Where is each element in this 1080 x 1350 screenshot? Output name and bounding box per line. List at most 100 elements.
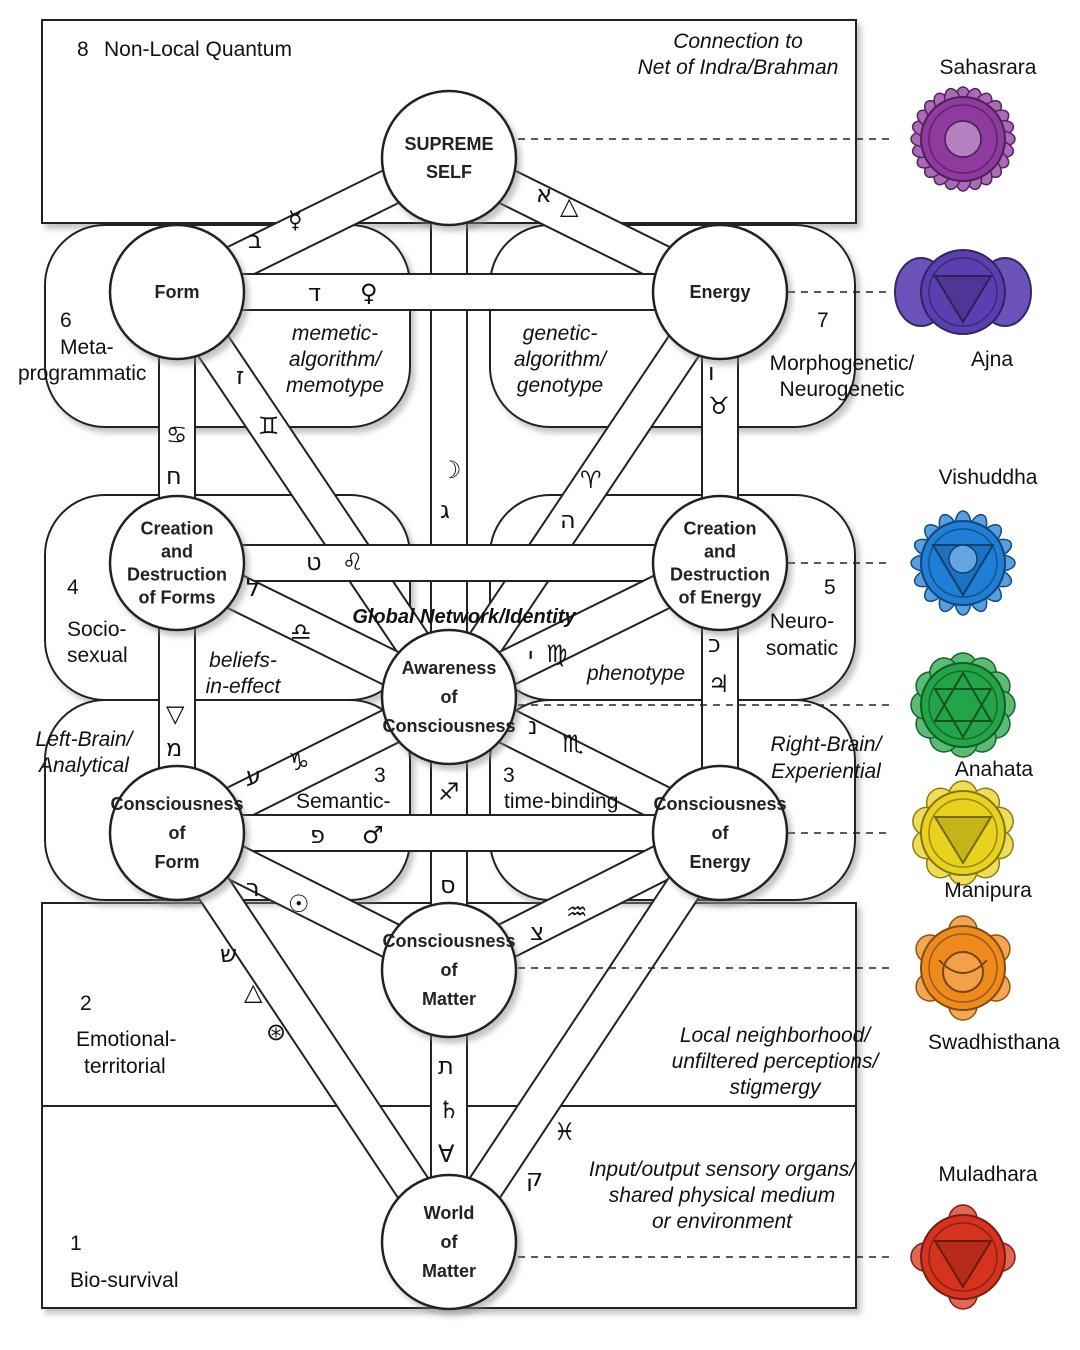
taurus-glyph: ♉ <box>708 392 730 420</box>
level-1-note-3: or environment <box>652 1210 793 1233</box>
spirit-glyph: ⊛ <box>266 1018 286 1046</box>
level-3-left-name: Semantic- <box>296 790 391 813</box>
right-brain-label-2: Experiential <box>771 760 882 783</box>
level-5-name-2: somatic <box>766 637 838 660</box>
node-cdenergy-label: Destruction <box>670 565 770 585</box>
fire-glyph: △ <box>560 192 579 220</box>
level-7-number: 7 <box>817 309 829 332</box>
level-7-name-1: Morphogenetic/ <box>770 352 915 375</box>
chakra-muladhara <box>910 1204 1016 1310</box>
memetic-label-1: memetic- <box>292 322 378 345</box>
teth-glyph: ט <box>306 548 322 576</box>
node-energy-label: Energy <box>689 282 750 302</box>
level-3-right-name: time-binding <box>504 790 618 813</box>
path-energy-awareness <box>433 281 736 708</box>
heth-glyph: ח <box>166 462 182 490</box>
level-1-note-2: shared physical medium <box>609 1184 835 1207</box>
kaph-glyph: כ <box>708 630 721 658</box>
chakra-name-anahata: Anahata <box>955 758 1034 781</box>
left-brain-label-2: Analytical <box>37 754 130 777</box>
capricorn-glyph: ♑ <box>288 748 310 776</box>
spirit-fire-glyph: △ <box>244 978 263 1006</box>
tav-glyph: ת <box>438 1052 454 1080</box>
level-8-number: 8 <box>77 38 89 61</box>
level-2-note-1: Local neighborhood/ <box>680 1024 872 1047</box>
node-form-label: Form <box>155 282 200 302</box>
level-labels: 8 Non-Local Quantum Connection to Net of… <box>18 30 915 1292</box>
level-6-name-1: Meta- <box>60 336 114 359</box>
level-7-name-2: Neurogenetic <box>780 378 905 401</box>
level-2-name-2: territorial <box>84 1055 166 1078</box>
genetic-label-2: algorithm/ <box>514 348 608 371</box>
libra-glyph: ♎ <box>290 618 312 646</box>
path-cenergy-world <box>433 822 736 1253</box>
node-world-label: World <box>424 1203 475 1223</box>
venus-glyph: ♀ <box>360 279 378 307</box>
jupiter-glyph: ♃ <box>708 670 730 698</box>
saturn-glyph: ♄ <box>438 1096 460 1124</box>
path-glyphs: א △ ב ☿ ד ♀ ז ♊ ♋ ח ו ♉ ☽ ג ♈ ה ט ♌ ל ♎ … <box>166 180 730 1192</box>
moon-glyph: ☽ <box>440 456 462 484</box>
level-8-note-1: Connection to <box>673 30 803 53</box>
level-1-name: Bio-survival <box>70 1269 179 1292</box>
level-2-number: 2 <box>80 992 92 1015</box>
left-brain-label-1: Left-Brain/ <box>36 728 135 751</box>
chakra-name-muladhara: Muladhara <box>938 1163 1038 1186</box>
chakra-swadhisthana <box>915 915 1011 1021</box>
zayin-glyph: ז <box>236 362 244 390</box>
gimel-glyph: ג <box>440 496 450 524</box>
he-glyph: ה <box>560 506 576 534</box>
level-5-name-1: Neuro- <box>770 610 834 633</box>
level-8-note-2: Net of Indra/Brahman <box>638 56 839 79</box>
node-energy: Energy <box>651 223 789 361</box>
level-3-number-right: 3 <box>503 764 515 787</box>
node-cdforms-label: Creation <box>140 519 213 539</box>
aries-glyph: ♈ <box>580 466 602 494</box>
aquarius-glyph: ♒ <box>566 898 588 926</box>
node-cform-label: Consciousness <box>110 794 243 814</box>
node-form: Form <box>108 223 246 361</box>
node-cdforms-label: and <box>161 542 193 562</box>
mem-glyph: מ <box>166 734 182 762</box>
scorpio-glyph: ♏ <box>562 730 584 758</box>
chakra-connectors <box>518 138 890 1258</box>
node-world-label: Matter <box>422 1261 476 1281</box>
ayin-glyph: ע <box>246 762 261 790</box>
node-world-label: of <box>441 1232 459 1252</box>
beth-glyph: ב <box>248 226 262 254</box>
node-cdforms-label: Destruction <box>127 565 227 585</box>
level-5-number: 5 <box>824 576 836 599</box>
daleth-glyph: ד <box>308 279 321 307</box>
gemini-glyph: ♊ <box>258 412 280 440</box>
beliefs-label-2: in-effect <box>206 675 282 698</box>
level-1-note-1: Input/output sensory organs/ <box>589 1158 857 1181</box>
cancer-glyph: ♋ <box>166 421 188 449</box>
node-cform-label: of <box>169 823 187 843</box>
chakra-name-ajna: Ajna <box>971 348 1013 371</box>
lamed-glyph: ל <box>246 574 260 602</box>
resh-glyph: ר <box>246 874 260 902</box>
pe-glyph: פ <box>310 821 325 849</box>
earth-glyph: ∀ <box>438 1140 455 1168</box>
right-brain-label-1: Right-Brain/ <box>771 733 884 756</box>
chakra-ajna <box>894 249 1032 335</box>
node-cmatter-label: of <box>441 960 459 980</box>
node-supreme-label: SELF <box>426 162 472 182</box>
level-6-name-2: programmatic <box>18 362 146 385</box>
chakra-name-swadhisthana: Swadhisthana <box>928 1031 1060 1054</box>
node-supreme-label: SUPREME <box>404 134 493 154</box>
node-cenergy-label: Energy <box>689 852 750 872</box>
path-cform-world <box>161 822 465 1253</box>
level-2-name-1: Emotional- <box>76 1028 176 1051</box>
chakra-name-sahasrara: Sahasrara <box>940 56 1037 79</box>
memetic-label-2: algorithm/ <box>289 348 383 371</box>
chakra-name-vishuddha: Vishuddha <box>939 466 1038 489</box>
phenotype-label: phenotype <box>586 662 685 685</box>
node-awareness-label: Consciousness <box>382 716 515 736</box>
